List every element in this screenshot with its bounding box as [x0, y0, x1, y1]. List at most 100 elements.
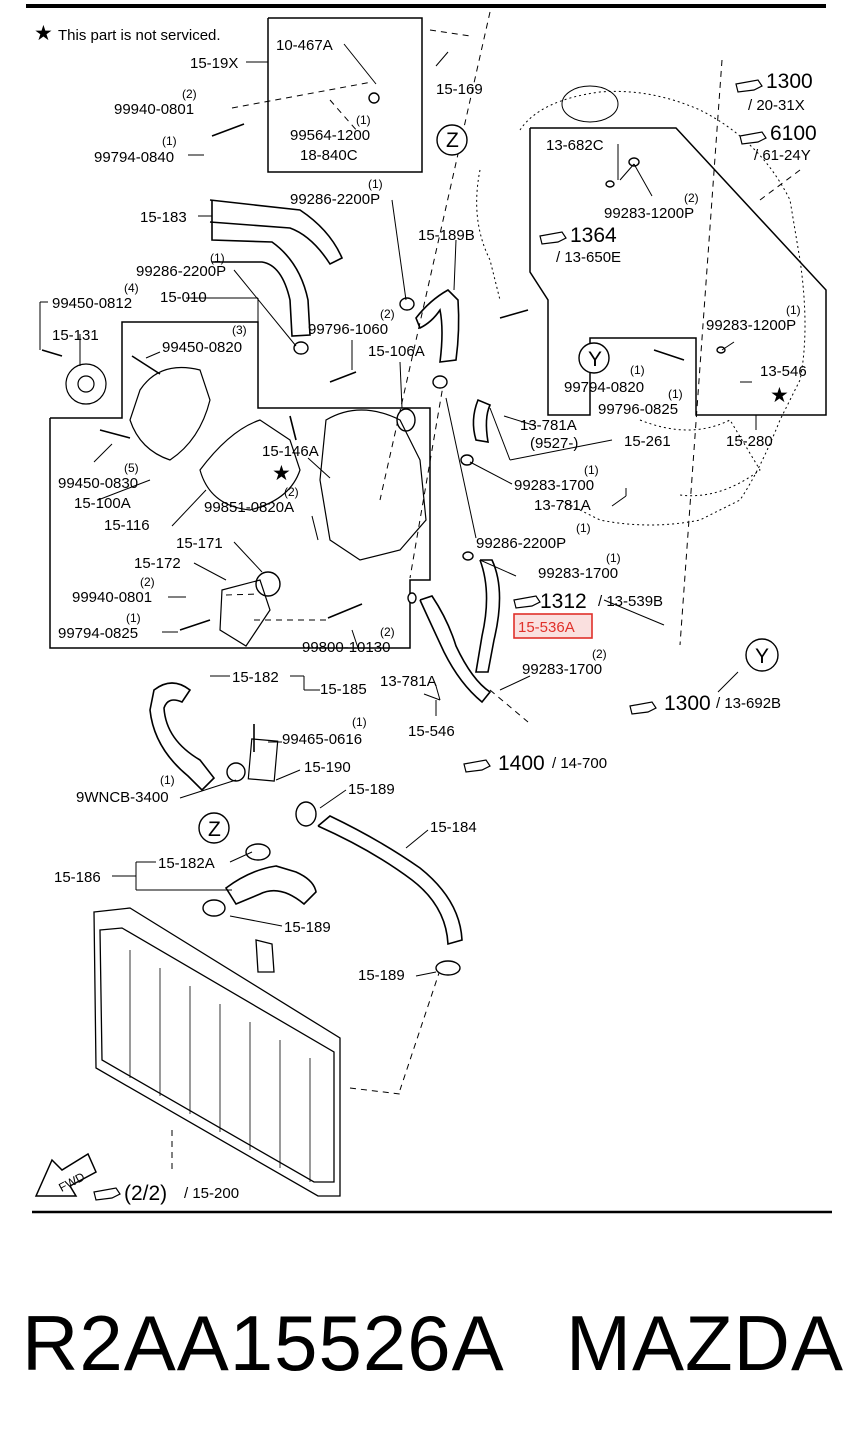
qty-label: (1)	[210, 251, 225, 265]
qty-label: (2)	[380, 307, 395, 321]
label-99800-10130: 99800-10130	[302, 639, 390, 656]
hoses	[149, 199, 501, 946]
label-15-182: 15-182	[232, 669, 279, 686]
label-99283-1200P: 99283-1200P	[604, 205, 694, 222]
label-15-536A-highlighted[interactable]: 15-536A	[518, 619, 575, 636]
qty-label: (2)	[140, 575, 155, 589]
label-15-010: 15-010	[160, 289, 207, 306]
group-boxes	[49, 17, 827, 649]
label-99450-0812: 99450-0812	[52, 295, 132, 312]
label-99794-0825: 99794-0825	[58, 625, 138, 642]
qty-label: (2)	[182, 87, 197, 101]
ref-y-b: Y	[755, 645, 769, 668]
brand-name: MAZDA	[566, 1299, 844, 1387]
star-icon: ★	[770, 384, 789, 407]
label-99851-0820A: 99851-0820A	[204, 499, 294, 516]
label-99940-0801-b: 99940-0801	[72, 589, 152, 606]
label-15-190: 15-190	[304, 759, 351, 776]
label-1400: 1400	[498, 752, 545, 775]
label-9WNCB-3400: 9WNCB-3400	[76, 789, 169, 806]
hand-pointer-icon	[93, 1187, 121, 1201]
note-text: This part is not serviced.	[58, 27, 221, 44]
label-13-539B: / 13-539B	[598, 593, 663, 610]
label-15-19X: 15-19X	[190, 55, 238, 72]
label-1364: 1364	[570, 224, 617, 247]
label-15-189-c: 15-189	[358, 967, 405, 984]
qty-label: (3)	[232, 323, 247, 337]
hand-pointer-icon	[735, 79, 763, 93]
qty-label: (2)	[592, 647, 607, 661]
label-99564-1200: 99564-1200	[290, 127, 370, 144]
radiator-sketch	[93, 907, 341, 1197]
label-15-100A: 15-100A	[74, 495, 131, 512]
qty-label: (1)	[786, 303, 801, 317]
qty-label: (1)	[606, 551, 621, 565]
note-star: ★	[34, 22, 53, 45]
label-13-692B: / 13-692B	[716, 695, 781, 712]
hand-pointer-icon	[539, 231, 567, 245]
label-15-189B: 15-189B	[418, 227, 475, 244]
qty-label: (1)	[630, 363, 645, 377]
dashed-leaders	[171, 11, 801, 1172]
water-pump-sketch	[65, 363, 427, 782]
fwd-arrow	[34, 1152, 97, 1197]
qty-label: (1)	[126, 611, 141, 625]
label-1300-b: 1300	[664, 692, 711, 715]
label-99450-0820: 99450-0820	[162, 339, 242, 356]
label-6100: 6100	[770, 122, 817, 145]
label-15-131: 15-131	[52, 327, 99, 344]
label-99286-2200P-b: 99286-2200P	[136, 263, 226, 280]
qty-label: (2)	[380, 625, 395, 639]
label-13-781A-c: 13-781A	[380, 673, 437, 690]
label-15-280: 15-280	[726, 433, 773, 450]
engine-sketch	[476, 85, 806, 526]
part-labels: ★ This part is not serviced. 15-19X 10-4…	[34, 22, 817, 1205]
label-99465-0616: 99465-0616	[282, 731, 362, 748]
qty-label: (1)	[160, 773, 175, 787]
label-99286-2200P-c: 99286-2200P	[476, 535, 566, 552]
reference-circles	[198, 124, 779, 844]
label-13-781A-b: 13-781A	[534, 497, 591, 514]
label-15-186: 15-186	[54, 869, 101, 886]
label-13-682C: 13-682C	[546, 137, 604, 154]
label-2-2: (2/2)	[124, 1182, 167, 1205]
hand-pointer-icon	[513, 595, 541, 609]
label-15-184: 15-184	[430, 819, 477, 836]
label-leaders	[39, 43, 757, 977]
qty-label: (1)	[368, 177, 383, 191]
label-15-146A: 15-146A	[262, 443, 319, 460]
hand-pointer-icon	[463, 759, 491, 773]
label-20-31X: / 20-31X	[748, 97, 805, 114]
qty-label: (2)	[284, 485, 299, 499]
label-99283-1700-c: 99283-1700	[522, 661, 602, 678]
label-14-700: / 14-700	[552, 755, 607, 772]
qty-label: (1)	[584, 463, 599, 477]
label-18-840C: 18-840C	[300, 147, 358, 164]
label-99286-2200P: 99286-2200P	[290, 191, 380, 208]
label-10-467A: 10-467A	[276, 37, 333, 54]
label-1312: 1312	[540, 590, 587, 613]
label-15-182A: 15-182A	[158, 855, 215, 872]
star-icon: ★	[272, 462, 291, 485]
label-15-261: 15-261	[624, 433, 671, 450]
qty-label: (1)	[356, 113, 371, 127]
ref-z: Z	[446, 129, 459, 152]
qty-label: (5)	[124, 461, 139, 475]
label-99283-1700-b: 99283-1700	[538, 565, 618, 582]
label-99794-0820: 99794-0820	[564, 379, 644, 396]
label-15-171: 15-171	[176, 535, 223, 552]
label-99283-1700: 99283-1700	[514, 477, 594, 494]
label-99796-1060: 99796-1060	[308, 321, 388, 338]
qty-label: (1)	[668, 387, 683, 401]
clamps	[202, 92, 726, 976]
part-number: R2AA15526A	[22, 1299, 505, 1387]
label-15-189-b: 15-189	[284, 919, 331, 936]
label-99794-0840: 99794-0840	[94, 149, 174, 166]
label-1300: 1300	[766, 70, 813, 93]
qty-label: (2)	[684, 191, 699, 205]
label-61-24Y: / 61-24Y	[754, 147, 811, 164]
label-15-116: 15-116	[104, 517, 150, 534]
qty-label: (1)	[352, 715, 367, 729]
label-15-106A: 15-106A	[368, 343, 425, 360]
